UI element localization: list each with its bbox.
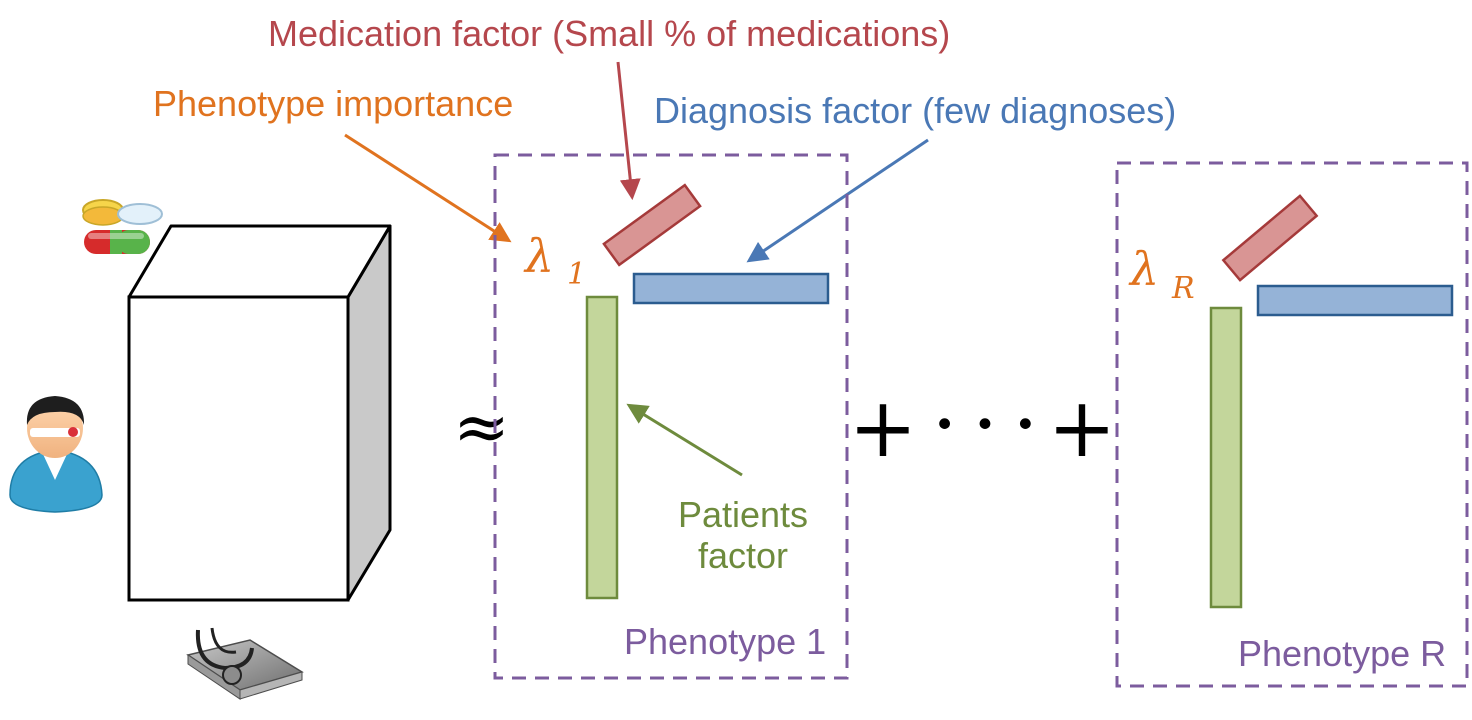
phenotype-importance-label: Phenotype importance <box>153 83 513 124</box>
patients-factor-label-line2: factor <box>698 535 788 576</box>
patients-factor-bar-r <box>1209 306 1243 609</box>
lambda-r: λ R <box>1128 242 1195 306</box>
patient-icon <box>9 396 103 513</box>
phenotype-r-box <box>1115 161 1469 688</box>
lambda-symbol: λ <box>523 229 554 283</box>
diagnosis-factor-label: Diagnosis factor (few diagnoses) <box>654 90 1176 131</box>
data-tensor-cube <box>127 224 392 602</box>
diagnosis-factor-bar-1 <box>632 272 830 305</box>
patients-arrow <box>626 403 743 477</box>
medication-factor-label: Medication factor (Small % of medication… <box>268 13 950 54</box>
stethoscope-book-icon <box>186 627 304 700</box>
diagnosis-factor-bar-r <box>1256 284 1454 317</box>
pills-icon <box>82 199 163 254</box>
medication-factor-bar-1 <box>602 183 702 267</box>
diagnosis-arrow <box>746 138 929 263</box>
approx-symbol: ≈ <box>453 388 510 467</box>
lambda-r-subscript: R <box>1171 271 1195 306</box>
phenotype-1-label: Phenotype 1 <box>624 621 826 662</box>
plus-symbol-right: + <box>1048 381 1117 476</box>
patients-factor-bar-1 <box>585 295 619 600</box>
lambda-1: λ 1 <box>523 229 586 292</box>
phenotype-r-label: Phenotype R <box>1238 633 1446 674</box>
patients-factor-label-line1: Patients <box>678 494 808 535</box>
plus-symbol-left: + <box>849 381 918 476</box>
importance-arrow <box>344 133 512 243</box>
lambda-symbol: λ <box>1128 242 1159 296</box>
ellipsis-dots: · · · <box>935 390 1036 458</box>
lambda-1-subscript: 1 <box>567 257 586 292</box>
medication-arrow <box>616 61 641 201</box>
medication-factor-bar-r <box>1221 194 1319 282</box>
